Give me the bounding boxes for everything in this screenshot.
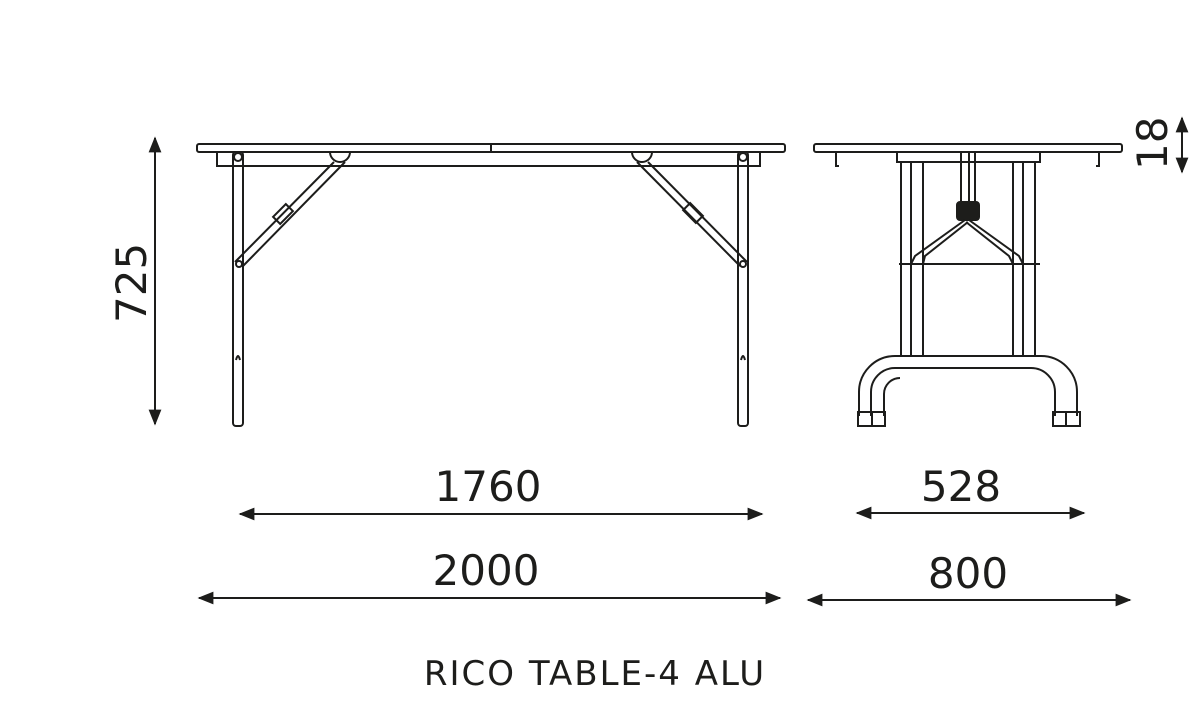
top-thickness-label: 18 xyxy=(1128,116,1177,170)
product-title: RICO TABLE-4 ALU xyxy=(423,654,767,694)
side-view xyxy=(813,143,1123,427)
leg-span-length-label: 1760 xyxy=(434,462,542,511)
total-length-label: 2000 xyxy=(432,546,540,595)
dimension-lines xyxy=(148,116,1189,607)
front-view xyxy=(196,143,786,427)
leg-span-width-label: 528 xyxy=(920,462,1002,511)
total-width-label: 800 xyxy=(927,549,1009,598)
height-label: 725 xyxy=(107,242,156,323)
